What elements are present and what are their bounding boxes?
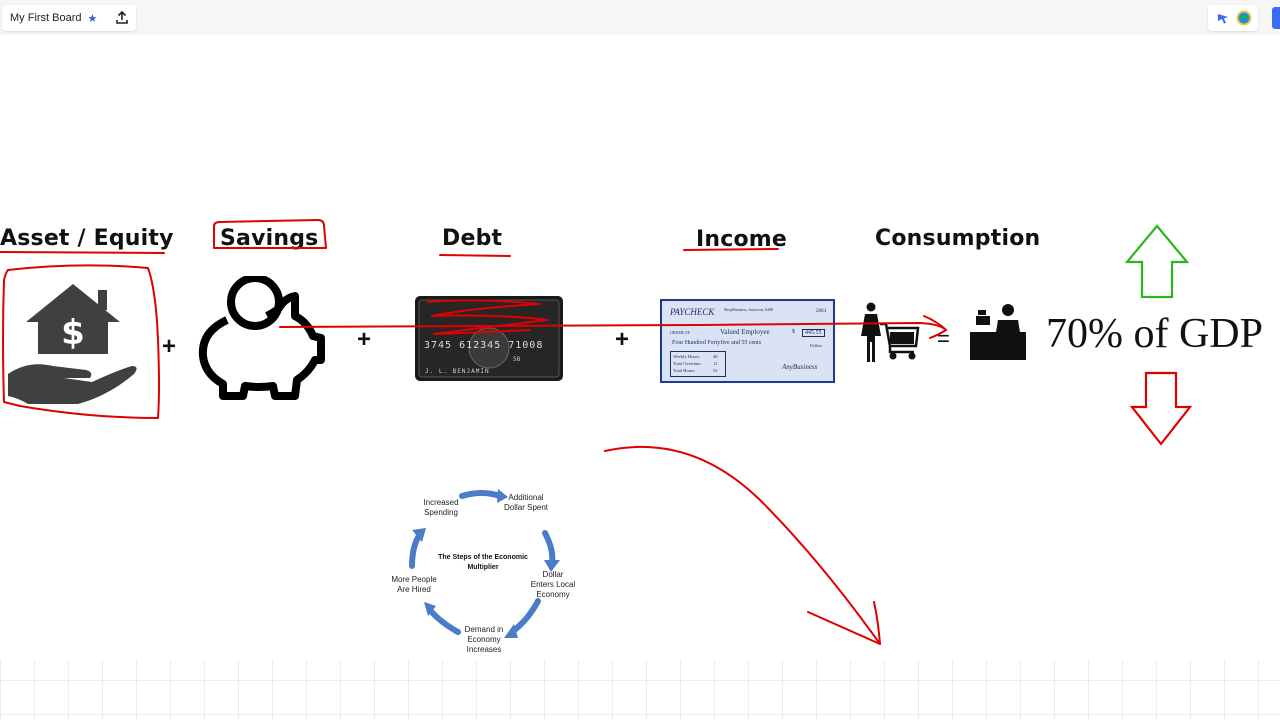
- multiplier-title: The Steps of the Economic Multiplier: [438, 554, 528, 571]
- plus-sign-1: +: [162, 333, 177, 360]
- multiplier-step-4: More People Are Hired: [391, 575, 437, 594]
- check-total-hours-label: Total Hours:: [673, 368, 696, 373]
- piggy-bank-icon[interactable]: [197, 276, 327, 401]
- cashier-counter-icon[interactable]: [970, 302, 1028, 362]
- check-weekly-hours-label: Weekly Hours:: [673, 354, 701, 359]
- check-weekly-hours: 40: [713, 354, 718, 359]
- collaboration-pill[interactable]: [1208, 5, 1258, 31]
- share-upload-icon[interactable]: [114, 10, 130, 26]
- paycheck-image[interactable]: PAYCHECK ShopBusiness, Anytown, 6288 200…: [660, 299, 835, 383]
- label-debt: Debt: [442, 226, 503, 251]
- board-title[interactable]: My First Board: [10, 12, 82, 24]
- check-hours-box: Weekly Hours: 40 Total Overtime: 12 Tota…: [670, 351, 726, 377]
- cursor-tool-icon[interactable]: [1216, 11, 1230, 25]
- check-total-hours: 52: [713, 368, 718, 373]
- card-number: 3745 612345 71008: [424, 340, 544, 351]
- check-currency-sign: $: [792, 329, 795, 335]
- board-canvas[interactable]: [0, 35, 1280, 660]
- gdp-statement: 70% of GDP: [1046, 311, 1263, 357]
- check-amount-words: Four Hundred Fortyfive and 55 cents: [672, 340, 762, 346]
- star-icon[interactable]: ★: [87, 12, 98, 25]
- credit-card-image[interactable]: 3745 612345 71008 58 J. L. BENJAMIN: [415, 296, 563, 381]
- side-panel-tab[interactable]: [1272, 7, 1280, 29]
- shopper-cart-icon[interactable]: [860, 302, 920, 364]
- check-payee: Valued Employee: [720, 328, 770, 336]
- check-dollars-label: Dollars: [810, 343, 822, 348]
- multiplier-step-1: Additional Dollar Spent: [503, 493, 549, 512]
- multiplier-step-5: Increased Spending: [423, 498, 459, 517]
- check-amount: 445.55: [802, 329, 825, 337]
- label-consumption: Consumption: [875, 226, 1041, 251]
- red-down-arrow-icon[interactable]: [1130, 371, 1192, 447]
- check-title: PAYCHECK: [670, 307, 715, 317]
- label-savings: Savings: [220, 226, 319, 251]
- house-in-hand-icon[interactable]: $: [8, 282, 138, 412]
- label-asset-equity: Asset / Equity: [0, 226, 174, 251]
- card-expiry: 58: [513, 356, 521, 363]
- check-order-of: ORDER OF: [670, 330, 690, 335]
- check-overtime: 12: [713, 361, 718, 366]
- check-year: 2004: [816, 309, 826, 314]
- multiplier-step-2: Dollar Enters Local Economy: [530, 570, 576, 599]
- plus-sign-2: +: [357, 326, 372, 353]
- check-signature: AnyBusiness: [782, 363, 818, 371]
- top-toolbar: My First Board ★: [0, 0, 1280, 35]
- user-avatar-icon[interactable]: [1236, 10, 1252, 26]
- board-title-pill[interactable]: My First Board ★: [2, 5, 136, 31]
- multiplier-step-3: Demand in Economy Increases: [464, 625, 504, 654]
- multiplier-cycle-arrows[interactable]: [400, 488, 570, 648]
- green-up-arrow-icon[interactable]: [1124, 224, 1190, 300]
- check-business-small: ShopBusiness, Anytown, 6288: [724, 307, 774, 312]
- right-toolbar: [1208, 5, 1280, 31]
- svg-text:$: $: [61, 313, 85, 353]
- label-income: Income: [696, 227, 788, 252]
- card-holder-name: J. L. BENJAMIN: [425, 368, 490, 375]
- check-overtime-label: Total Overtime:: [673, 361, 702, 366]
- plus-sign-3: +: [615, 326, 630, 353]
